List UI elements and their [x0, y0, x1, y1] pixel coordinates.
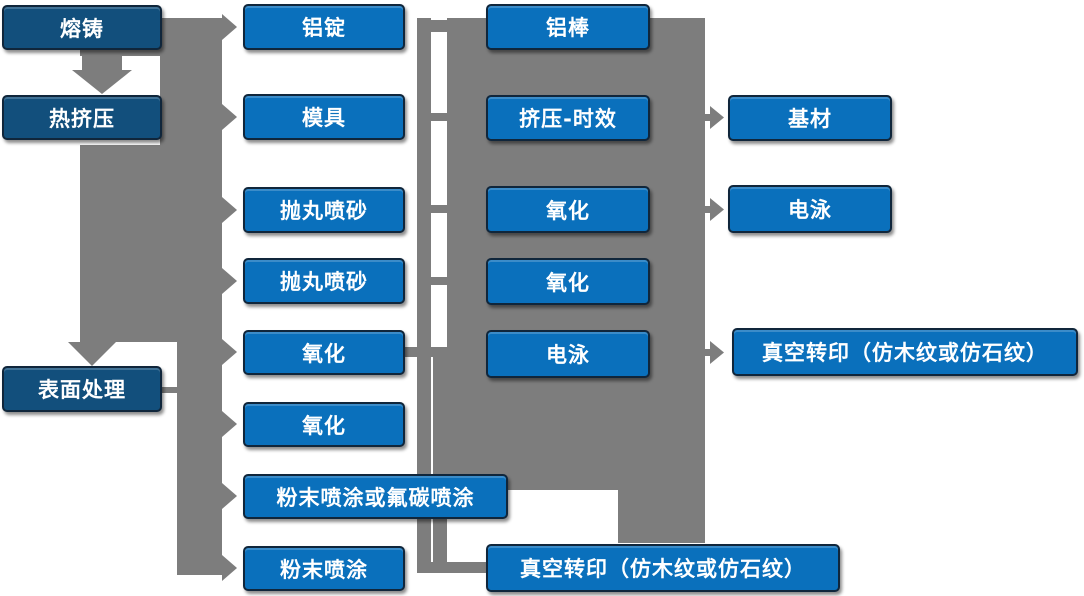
arrow-to-aluminum-ingot-icon — [222, 14, 237, 40]
node-extrusion-aging: 挤压-时效 — [486, 95, 650, 141]
node-aluminum-ingot: 铝锭 — [243, 4, 405, 50]
connector-down-shaft-melting — [82, 50, 122, 72]
node-electrophoresis-2: 电泳 — [728, 185, 892, 233]
node-melting-casting: 熔铸 — [2, 5, 162, 50]
node-shot-blasting-2: 抛丸喷砂 — [243, 258, 405, 304]
arrow-down-to-surface-treatment-icon — [68, 342, 116, 366]
node-aluminum-rod: 铝棒 — [486, 4, 650, 50]
node-vacuum-transfer-print-1: 真空转印（仿木纹或仿石纹） — [486, 544, 840, 592]
arrow-shaft-to-vacuum-transfer — [699, 349, 710, 356]
arrow-shaft-to-electrophoresis — [699, 206, 710, 213]
connector-bus-stub-oxidation2-row — [431, 277, 448, 285]
node-shot-blasting-1: 抛丸喷砂 — [243, 187, 405, 233]
arrow-to-powder-coating-icon — [222, 555, 237, 581]
node-oxidation-4: 氧化 — [486, 258, 650, 305]
node-oxidation-2: 氧化 — [243, 402, 405, 447]
node-oxidation-1: 氧化 — [243, 330, 405, 375]
connector-panel-extension — [618, 490, 705, 543]
node-powder-coating: 粉末喷涂 — [243, 546, 405, 591]
arrow-to-oxidation-1-icon — [222, 339, 237, 365]
arrow-to-shot-blasting-1-icon — [222, 197, 237, 223]
node-hot-extrusion: 热挤压 — [2, 95, 162, 140]
arrow-to-powder-fluorocarbon-icon — [222, 483, 237, 509]
arrow-to-shot-blasting-2-icon — [222, 268, 237, 294]
node-powder-or-fluorocarbon-coating: 粉末喷涂或氟碳喷涂 — [243, 474, 508, 519]
node-vacuum-transfer-print-2: 真空转印（仿木纹或仿石纹） — [732, 328, 1078, 376]
arrow-to-vacuum-transfer-icon — [710, 341, 724, 364]
connector-trunk-lower — [177, 342, 222, 575]
connector-bus-stub-oxidation1-row — [431, 205, 448, 213]
node-surface-treatment: 表面处理 — [2, 366, 162, 412]
connector-trunk-block — [80, 145, 222, 342]
arrow-to-electrophoresis-icon — [710, 198, 724, 221]
arrow-down-to-hot-extrusion-icon — [72, 70, 132, 94]
connector-bus-arm-top — [417, 20, 448, 32]
arrow-shaft-to-base-material — [699, 114, 710, 121]
connector-bus-stub-mold-row — [431, 113, 448, 121]
arrow-to-mold-icon — [222, 104, 237, 130]
connector-bus-bar-left — [417, 18, 431, 572]
connector-panel — [447, 18, 705, 490]
arrow-to-base-material-icon — [710, 106, 724, 129]
connector-surface-treatment-link — [162, 387, 178, 393]
connector-bus-stub-electrophoresis-row — [405, 347, 448, 357]
arrow-to-oxidation-2-icon — [222, 411, 237, 437]
connector-bus-bar-right — [433, 352, 447, 572]
node-oxidation-3: 氧化 — [486, 186, 650, 233]
connector-trunk-upper — [160, 38, 222, 148]
node-mold: 模具 — [243, 94, 405, 140]
node-electrophoresis-1: 电泳 — [486, 330, 650, 378]
node-base-material: 基材 — [728, 95, 892, 141]
connector-bottom-strip — [417, 562, 489, 573]
